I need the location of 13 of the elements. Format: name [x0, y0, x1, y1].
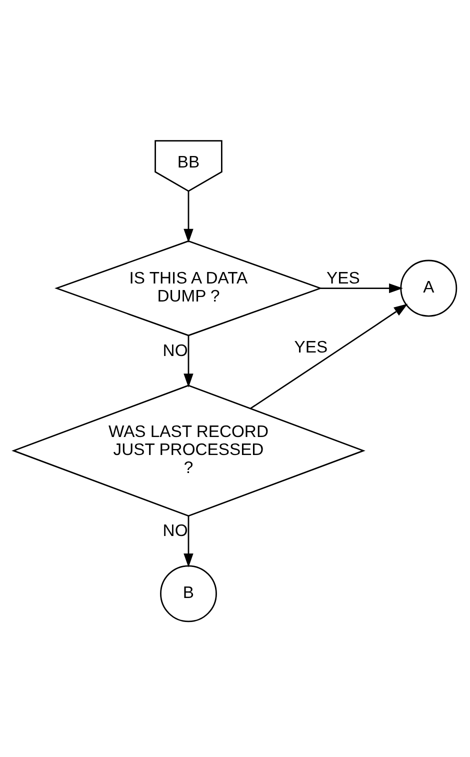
edge-label: NO [162, 521, 188, 540]
node-circle: A [400, 260, 458, 317]
arrow [250, 304, 408, 409]
edge-label: YES [294, 337, 328, 356]
node-circle: B [160, 565, 217, 622]
arrow [320, 283, 403, 294]
arrow [184, 516, 194, 568]
arrow [184, 336, 194, 388]
node-diamond: IS THIS A DATA DUMP ? [54, 240, 322, 336]
arrow [184, 191, 194, 243]
node-diamond: WAS LAST RECORD JUST PROCESSED ? [12, 384, 366, 517]
edge-label: YES [326, 268, 360, 288]
edge-label: NO [162, 340, 188, 360]
